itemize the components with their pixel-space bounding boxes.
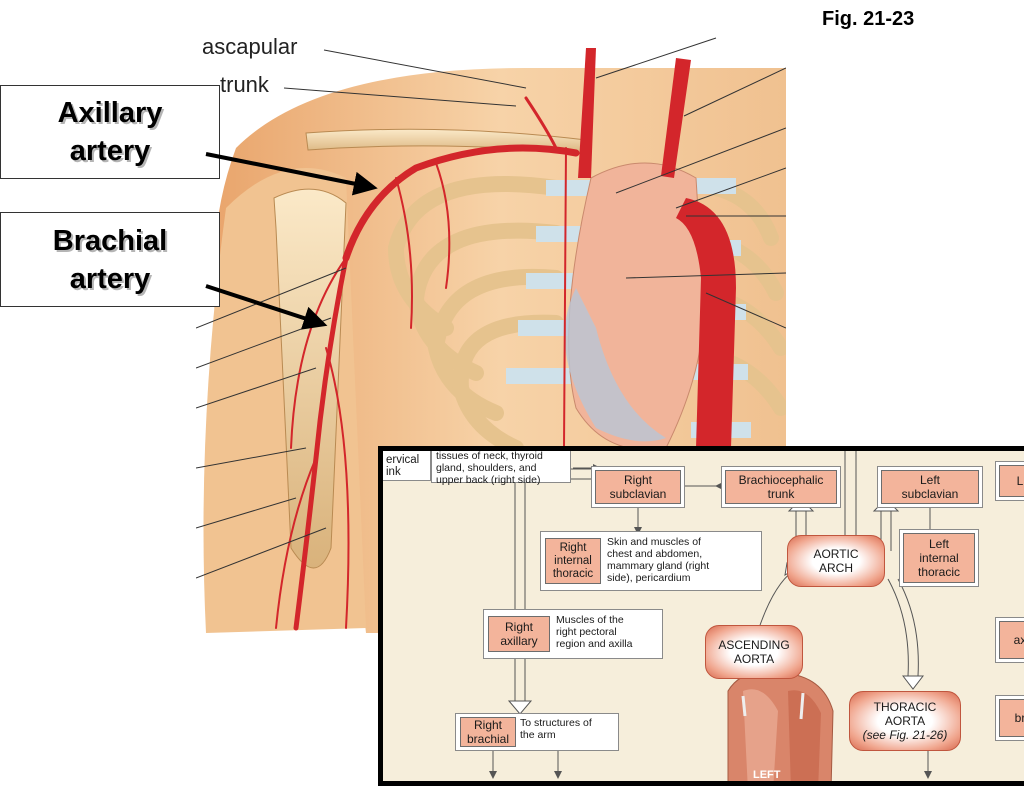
axillary-desc-line3: region and axilla xyxy=(556,638,633,650)
rit-line3: thoracic xyxy=(552,567,594,580)
neck-desc-line1: tissues of neck, thyroid xyxy=(436,450,543,462)
rit-line2: internal xyxy=(554,554,592,567)
thoracic-aorta-line3: (see Fig. 21-26) xyxy=(862,728,948,742)
right-internal-thoracic-group: Right internal thoracic Skin and muscles… xyxy=(540,531,762,591)
right-axillary-description: Muscles of the right pectoral region and… xyxy=(556,614,660,650)
lit-line3: thoracic xyxy=(917,565,961,579)
left-subclavian-line1: Left xyxy=(919,473,940,487)
neck-desc-line3: upper back (right side) xyxy=(436,474,541,486)
ascending-aorta-line2: AORTA xyxy=(733,652,775,666)
suprascapular-label: ascapular xyxy=(202,34,297,59)
brachial-desc-line2: the arm xyxy=(520,729,556,741)
axillary-callout-line1: Axillary xyxy=(57,97,163,129)
right-internal-thoracic-description: Skin and muscles of chest and abdomen, m… xyxy=(607,536,757,584)
lit-line2: internal xyxy=(919,551,959,565)
arterial-flowchart: ervical ink tissues of neck, thyroid gla… xyxy=(378,446,1024,786)
rit-line1: Right xyxy=(559,541,587,554)
axillary-artery-callout: Axillary artery xyxy=(0,85,220,179)
cut-brachial-text: br xyxy=(1014,711,1024,725)
aortic-arch-node: AORTIC ARCH xyxy=(787,535,885,587)
right-axillary-group: Right axillary Muscles of the right pect… xyxy=(483,609,663,659)
neck-desc-line2: gland, shoulders, and xyxy=(436,462,537,474)
brachial-artery-callout: Brachial artery xyxy=(0,212,220,307)
right-axillary-line1: Right xyxy=(504,620,533,634)
lit-line1: Left xyxy=(928,537,949,551)
humerus xyxy=(273,188,347,569)
right-internal-thoracic-node: Right internal thoracic xyxy=(545,538,601,584)
rit-desc-line4: side), pericardium xyxy=(607,572,691,584)
left-internal-thoracic-node: Left internal thoracic xyxy=(903,533,975,583)
heart-drawing xyxy=(727,670,834,781)
brachiocephalic-line2: trunk xyxy=(767,487,795,501)
brachiocephalic-trunk-node: Brachiocephalic trunk xyxy=(725,470,837,504)
thoracic-aorta-node: THORACIC AORTA (see Fig. 21-26) xyxy=(849,691,961,751)
figure-label: Fig. 21-23 xyxy=(822,8,915,30)
descending-aorta xyxy=(676,198,736,448)
right-brachial-line2: brachial xyxy=(466,732,510,746)
cervical-trunk-node: ervical ink xyxy=(383,451,431,481)
right-subclavian-node: Right subclavian xyxy=(595,470,681,504)
right-axillary-line2: axillary xyxy=(500,634,538,648)
rit-desc-line3: mammary gland (right xyxy=(607,560,710,572)
axillary-desc-line2: right pectoral xyxy=(556,626,617,638)
lung-shadow xyxy=(564,288,666,442)
brachial-callout-line2: artery xyxy=(69,262,151,295)
left-subclavian-node: Left subclavian xyxy=(881,470,979,504)
right-brachial-line1: Right xyxy=(473,718,502,732)
aortic-arch-line1: AORTIC xyxy=(813,547,859,561)
flowchart-connectors xyxy=(489,451,1024,781)
cut-left-node-text: L xyxy=(1016,474,1024,488)
left-common-carotid xyxy=(661,58,691,178)
rit-desc-line1: Skin and muscles of xyxy=(607,536,701,548)
ascending-aorta-line1: ASCENDING xyxy=(718,638,790,652)
ascending-aorta-node: ASCENDING AORTA xyxy=(705,625,803,679)
brachiocephalic-line1: Brachiocephalic xyxy=(738,473,824,487)
brachial-callout-line1: Brachial xyxy=(52,224,168,257)
right-common-carotid xyxy=(578,48,596,178)
cervical-line2: ink xyxy=(386,466,401,478)
right-brachial-group: Right brachial To structures of the arm xyxy=(455,713,619,751)
heart-left-label: LEFT xyxy=(753,769,781,781)
cut-left-node: L xyxy=(999,465,1024,497)
cut-axillary-node: ax xyxy=(999,621,1024,659)
axillary-desc-line1: Muscles of the xyxy=(556,614,624,626)
cut-axillary-text: ax xyxy=(1013,633,1024,647)
axillary-callout-line2: artery xyxy=(69,135,151,167)
cut-brachial-node: br xyxy=(999,699,1024,737)
arm-arteries xyxy=(275,96,580,631)
left-subclavian-line2: subclavian xyxy=(901,487,959,501)
right-brachial-node: Right brachial xyxy=(460,717,516,747)
cervical-line1: ervical xyxy=(386,454,420,466)
trunk-label: trunk xyxy=(220,72,270,97)
right-subclavian-line1: Right xyxy=(623,473,652,487)
neck-tissues-description: tissues of neck, thyroid gland, shoulder… xyxy=(431,450,571,486)
right-brachial-description: To structures of the arm xyxy=(520,717,616,741)
right-axillary-node: Right axillary xyxy=(488,616,550,652)
aortic-arch-line2: ARCH xyxy=(818,561,853,575)
thoracic-aorta-line1: THORACIC xyxy=(873,700,937,714)
right-subclavian-line2: subclavian xyxy=(609,487,667,501)
brachial-desc-line1: To structures of xyxy=(520,717,592,729)
rit-desc-line2: chest and abdomen, xyxy=(607,548,703,560)
thoracic-aorta-line2: AORTA xyxy=(884,714,926,728)
